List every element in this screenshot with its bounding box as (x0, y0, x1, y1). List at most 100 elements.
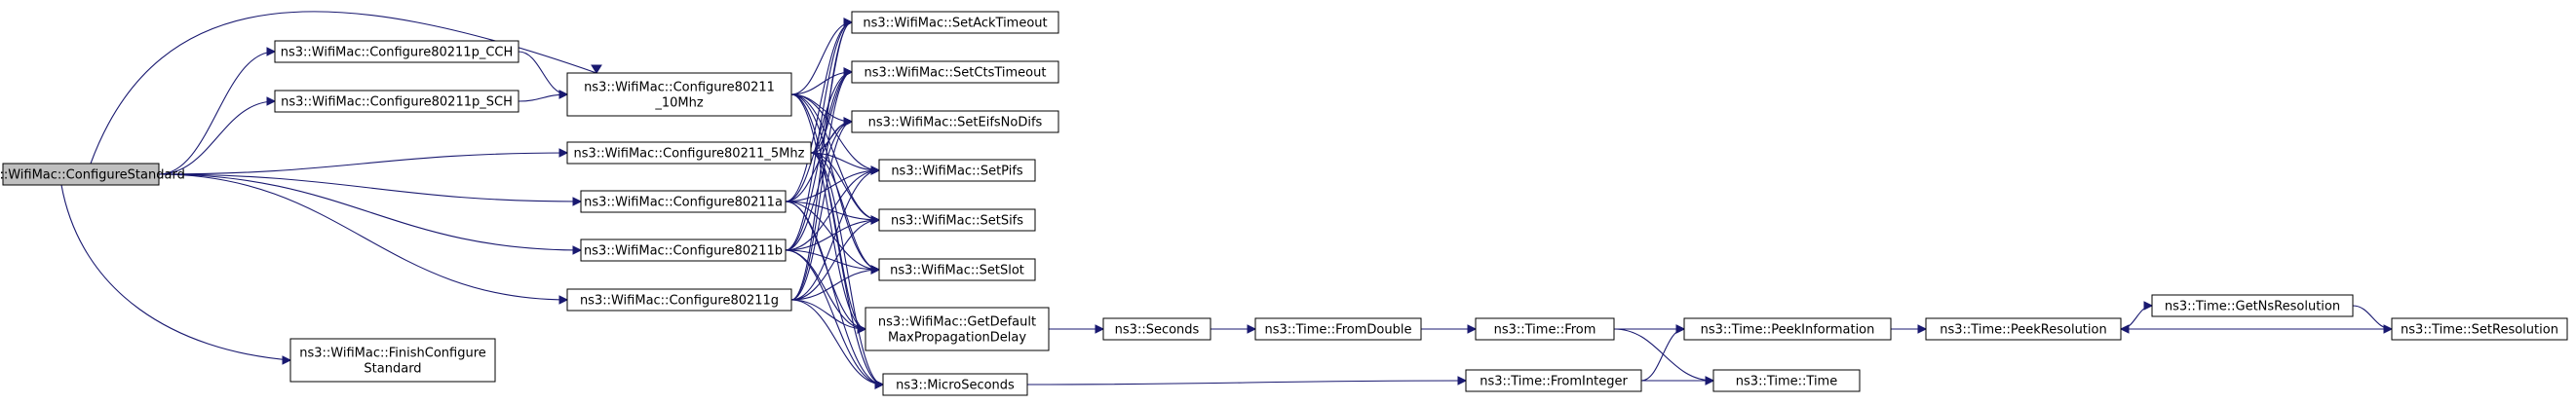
call-edge (518, 51, 568, 95)
node-set-ack-timeout[interactable]: ns3::WifiMac::SetAckTimeout (851, 11, 1059, 34)
call-edge (1026, 380, 1467, 386)
node-micro-seconds[interactable]: ns3::MicroSeconds (882, 373, 1028, 396)
node-cfg-80211p-cch[interactable]: ns3::WifiMac::Configure80211p_CCH (274, 40, 519, 63)
arrowhead-icon (591, 64, 602, 74)
call-edge (785, 219, 880, 251)
node-set-pifs[interactable]: ns3::WifiMac::SetPifs (878, 159, 1036, 182)
node-time-set-resolution[interactable]: ns3::Time::SetResolution (2391, 317, 2568, 341)
call-edge (790, 21, 853, 301)
node-cfg-80211b[interactable]: ns3::WifiMac::Configure80211b (580, 239, 787, 262)
node-label: ns3::WifiMac::SetAckTimeout (863, 17, 1047, 31)
node-label: ns3::WifiMac::ConfigureStandard (0, 168, 185, 183)
call-edge (785, 249, 880, 271)
node-set-slot[interactable]: ns3::WifiMac::SetSlot (878, 258, 1036, 281)
node-box (1475, 317, 1615, 341)
call-edge (790, 93, 884, 386)
node-label: ns3::WifiMac::Configure80211b (584, 244, 783, 259)
arrowhead-icon (870, 265, 881, 275)
node-time-from-integer[interactable]: ns3::Time::FromInteger (1465, 369, 1642, 392)
arrowhead-icon (843, 117, 854, 127)
node-label: ns3::WifiMac::SetEifsNoDifs (868, 116, 1043, 130)
arrowhead-icon (558, 295, 569, 305)
arrowhead-icon (1247, 324, 1257, 334)
arrowhead-icon (1675, 324, 1686, 334)
call-edge (790, 299, 866, 330)
arrowhead-icon (572, 197, 583, 206)
arrowhead-icon (843, 18, 854, 27)
node-label: ns3::Time::SetResolution (2401, 323, 2558, 338)
arrowhead-icon (266, 96, 277, 106)
call-edge (790, 121, 853, 301)
node-seconds[interactable]: ns3::Seconds (1102, 317, 1211, 341)
node-time-get-ns-resolution[interactable]: ns3::Time::GetNsResolution (2151, 294, 2354, 317)
arrowhead-icon (870, 165, 881, 175)
arrowhead-icon (558, 90, 569, 99)
node-get-default-max-prop-delay[interactable]: ns3::WifiMac::GetDefaultMaxPropagationDe… (865, 307, 1050, 351)
call-edge (158, 173, 582, 202)
call-edge (790, 269, 880, 301)
node-set-cts-timeout[interactable]: ns3::WifiMac::SetCtsTimeout (851, 60, 1059, 84)
node-box (1683, 317, 1892, 341)
node-box (274, 40, 519, 63)
node-configure-standard[interactable]: ns3::WifiMac::ConfigureStandard (0, 163, 185, 186)
arrowhead-icon (1095, 324, 1105, 334)
call-edge (790, 219, 880, 301)
call-edge (60, 184, 291, 361)
node-label: ns3::Time::FromDouble (1265, 323, 1412, 338)
call-edge (158, 173, 568, 301)
call-edge (810, 152, 880, 171)
arrowhead-icon (266, 47, 277, 56)
node-cfg-80211-10mhz[interactable]: ns3::WifiMac::Configure80211_10Mhz (566, 72, 792, 117)
node-box (851, 110, 1059, 133)
arrowhead-icon (1457, 376, 1468, 386)
node-time-from-double[interactable]: ns3::Time::FromDouble (1254, 317, 1422, 341)
call-edge (785, 21, 853, 251)
call-edges (60, 11, 2394, 389)
node-cfg-80211a[interactable]: ns3::WifiMac::Configure80211a (580, 190, 787, 213)
node-label: ns3::WifiMac::FinishConfigure (299, 347, 486, 361)
node-label: ns3::Time::PeekResolution (1940, 323, 2106, 338)
node-cfg-80211g[interactable]: ns3::WifiMac::Configure80211g (566, 288, 792, 312)
call-edge (790, 169, 880, 301)
node-label: ns3::Time::Time (1736, 375, 1837, 389)
node-cfg-80211p-sch[interactable]: ns3::WifiMac::Configure80211p_SCH (274, 90, 519, 113)
node-time-peek-resolution[interactable]: ns3::Time::PeekResolution (1925, 317, 2122, 341)
arrowhead-icon (870, 215, 881, 225)
node-box (1254, 317, 1422, 341)
node-cfg-80211-5mhz[interactable]: ns3::WifiMac::Configure80211_5Mhz (566, 141, 812, 165)
node-label: _10Mhz (654, 96, 703, 111)
node-set-sifs[interactable]: ns3::WifiMac::SetSifs (878, 208, 1036, 232)
node-time-from[interactable]: ns3::Time::From (1475, 317, 1615, 341)
node-label: ns3::WifiMac::Configure80211p_SCH (281, 95, 513, 110)
node-label: MaxPropagationDelay (888, 331, 1026, 346)
node-time-time[interactable]: ns3::Time::Time (1712, 369, 1861, 392)
node-box (2, 163, 160, 186)
node-box (566, 288, 792, 312)
call-edge (158, 51, 276, 175)
node-label: Standard (364, 362, 421, 377)
arrowhead-icon (2119, 324, 2130, 334)
call-edge (2352, 305, 2393, 330)
node-box (1925, 317, 2122, 341)
node-label: ns3::Seconds (1115, 323, 1200, 338)
node-set-eifs-no-difs[interactable]: ns3::WifiMac::SetEifsNoDifs (851, 110, 1059, 133)
arrowhead-icon (572, 245, 583, 255)
arrowhead-icon (1917, 324, 1928, 334)
arrowhead-icon (282, 355, 292, 365)
node-box (580, 239, 787, 262)
node-label: ns3::WifiMac::Configure80211_5Mhz (574, 147, 805, 162)
node-time-peek-information[interactable]: ns3::Time::PeekInformation (1683, 317, 1892, 341)
node-label: ns3::WifiMac::SetSifs (891, 214, 1023, 229)
node-label: ns3::Time::PeekInformation (1701, 323, 1875, 338)
node-box (1712, 369, 1861, 392)
node-label: ns3::WifiMac::SetCtsTimeout (865, 66, 1047, 81)
node-label: ns3::Time::GetNsResolution (2165, 300, 2340, 314)
node-box (882, 373, 1028, 396)
arrowhead-icon (558, 148, 569, 158)
call-edge (810, 152, 884, 386)
call-edge (785, 249, 884, 386)
node-label: ns3::WifiMac::SetPifs (891, 165, 1023, 179)
node-box (2151, 294, 2354, 317)
call-edge (2120, 305, 2153, 330)
